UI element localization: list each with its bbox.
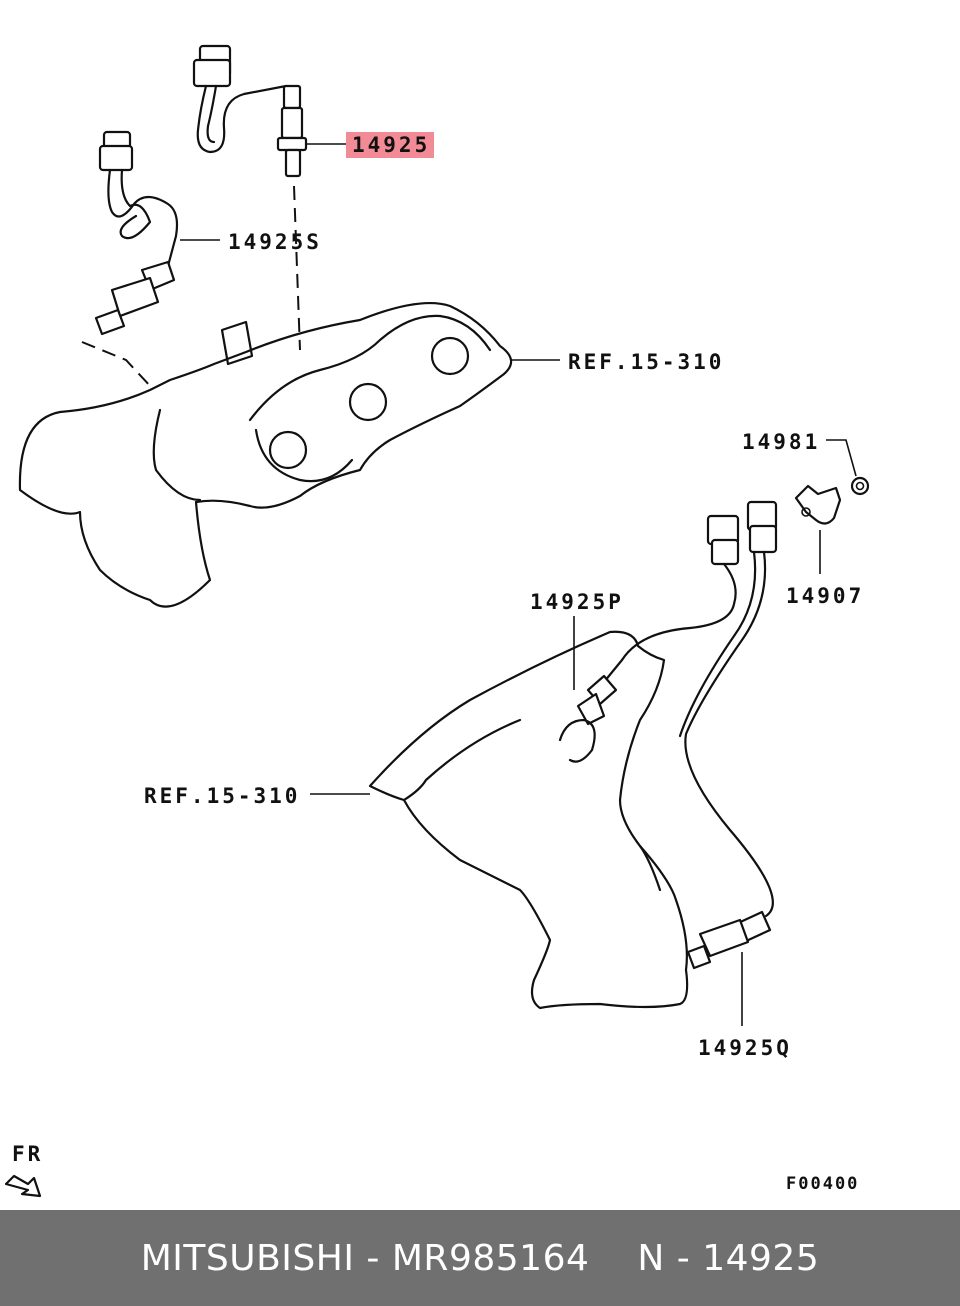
orientation-label: FR (12, 1142, 44, 1166)
callout-14925p[interactable]: 14925P (530, 590, 624, 614)
exploded-view-drawing (4, 44, 870, 1198)
arrow-icon (4, 1174, 42, 1198)
callout-14925s[interactable]: 14925S (228, 230, 322, 254)
oxygen-sensor-14925s[interactable] (94, 130, 220, 336)
exhaust-manifold-upper (18, 301, 560, 608)
oxygen-sensor-14925[interactable] (192, 44, 346, 178)
separator: - (366, 1237, 380, 1279)
callout-ref-upper[interactable]: REF.15-310 (568, 350, 725, 374)
figure-code: F00400 (786, 1174, 860, 1194)
nut-14981[interactable] (826, 439, 870, 496)
callout-14907[interactable]: 14907 (786, 584, 865, 608)
ref-prefix: N (637, 1237, 665, 1279)
callout-14925q[interactable]: 14925Q (698, 1036, 792, 1060)
separator: - (676, 1237, 691, 1279)
parts-diagram: 14925 14925S REF.15-310 14981 14907 1492… (4, 44, 870, 1198)
oxygen-sensor-14925q[interactable] (678, 500, 778, 1026)
exhaust-manifold-lower (310, 630, 689, 1010)
brand-name: MITSUBISHI (140, 1237, 355, 1279)
ref-number: 14925 (702, 1237, 820, 1279)
callout-14925[interactable]: 14925 (346, 132, 435, 158)
oxygen-sensor-14925p[interactable] (573, 514, 740, 726)
bracket-14907[interactable] (794, 484, 842, 574)
callout-14981[interactable]: 14981 (742, 430, 821, 454)
callout-ref-lower[interactable]: REF.15-310 (144, 784, 301, 808)
part-info-bar: MITSUBISHI - MR985164 N - 14925 (0, 1210, 960, 1306)
part-number: MR985164 (391, 1237, 590, 1279)
